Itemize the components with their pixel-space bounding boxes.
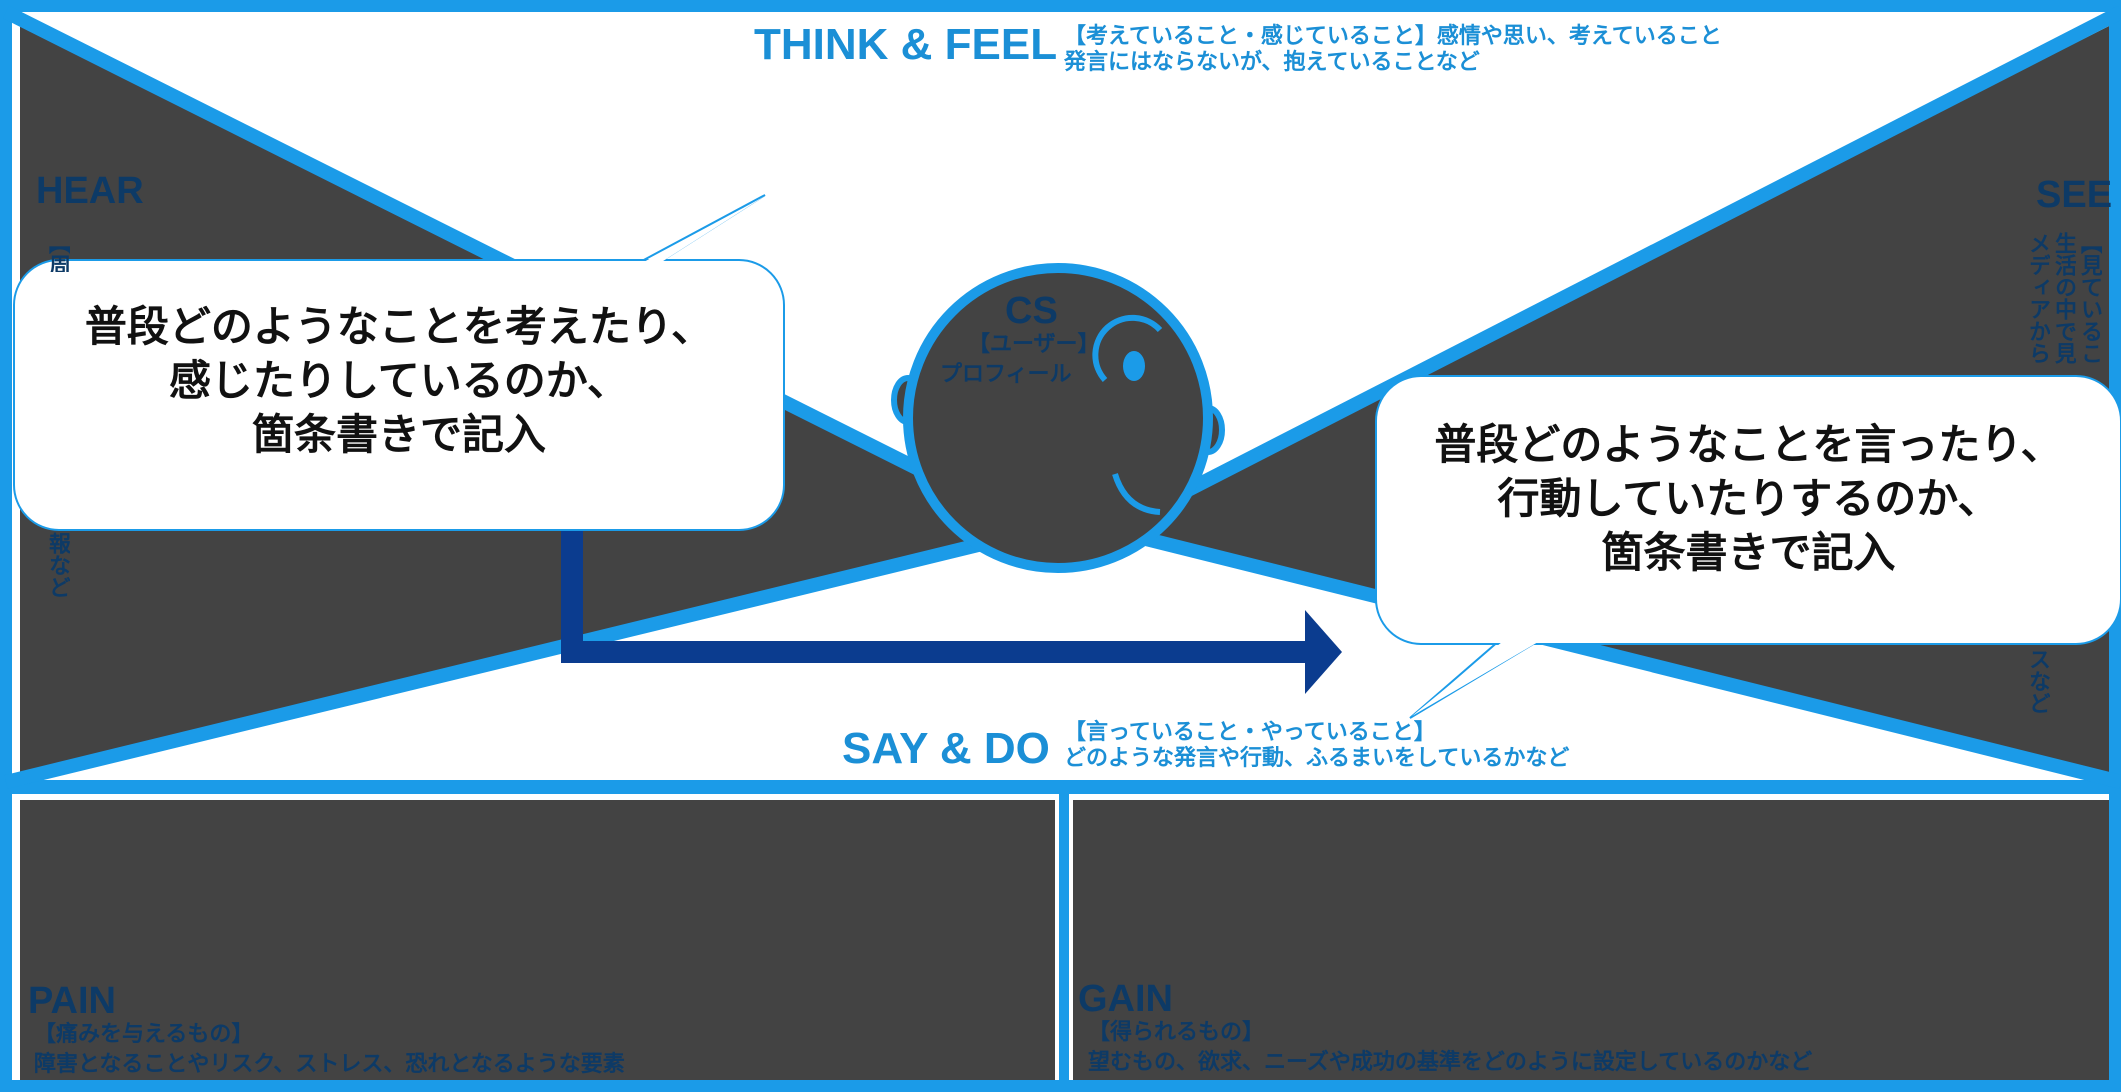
arrow-connector xyxy=(561,520,1342,694)
callout-left-line2: 感じたりしているのか、 xyxy=(169,356,629,405)
user-head-icon xyxy=(891,263,1225,573)
cs-profile: プロフィール xyxy=(940,362,1072,387)
gain-title: GAIN xyxy=(1078,978,1173,1020)
think-feel-desc-line1: 【考えていること・感じていること】感情や思い、考えていること xyxy=(1064,24,1722,49)
gain-panel xyxy=(1073,800,2121,1085)
callout-left-text: 普段どのようなことを考えたり、 感じたりしているのか、 箇条書きで記入 xyxy=(14,300,784,462)
see-desc-col1: 【見ているこ xyxy=(2077,232,2102,364)
see-desc-col2: 生活の中で見 xyxy=(2051,232,2076,364)
callout-left-line1: 普段どのようなことを考えたり、 xyxy=(84,302,714,351)
callout-bubble-left xyxy=(13,194,785,531)
hear-desc-bottom: 報など xyxy=(45,532,70,598)
see-desc-bottom: スなど xyxy=(2025,648,2050,714)
cs-title: CS xyxy=(1005,290,1058,332)
callout-bubble-right xyxy=(1375,375,2121,719)
cs-role: 【ユーザー】 xyxy=(968,332,1100,357)
pain-desc-line1: 【痛みを与えるもの】 xyxy=(34,1022,254,1047)
pain-desc-line2: 障害となることやリスク、ストレス、恐れとなるような要素 xyxy=(34,1052,625,1077)
hear-title: HEAR xyxy=(36,170,144,212)
pain-title: PAIN xyxy=(28,980,116,1022)
pain-panel xyxy=(20,800,1055,1085)
say-do-desc-line1: 【言っていること・やっていること】 xyxy=(1064,720,1436,745)
hear-desc-top: 【周メ xyxy=(45,232,70,272)
callout-right-line2: 行動していたりするのか、 xyxy=(1497,474,2000,523)
gain-desc-line1: 【得られるもの】 xyxy=(1088,1020,1265,1045)
see-desc-col3: メディアから xyxy=(2025,232,2050,364)
callout-right-text: 普段どのようなことを言ったり、 行動していたりするのか、 箇条書きで記入 xyxy=(1376,418,2121,580)
callout-left-line3: 箇条書きで記入 xyxy=(251,410,546,459)
say-do-desc-line2: どのような発言や行動、ふるまいをしているかなど xyxy=(1064,746,1570,771)
callout-right-line1: 普段どのようなことを言ったり、 xyxy=(1434,420,2063,469)
think-feel-desc-line2: 発言にはならないが、抱えていることなど xyxy=(1064,50,1480,75)
say-do-title: SAY & DO xyxy=(842,724,1050,773)
callout-right-line3: 箇条書きで記入 xyxy=(1601,528,1896,577)
gain-desc-line2: 望むもの、欲求、ニーズや成功の基準をどのように設定しているのかなど xyxy=(1088,1050,1813,1075)
see-title: SEE xyxy=(2036,174,2113,216)
think-feel-title: THINK & FEEL xyxy=(754,20,1058,69)
